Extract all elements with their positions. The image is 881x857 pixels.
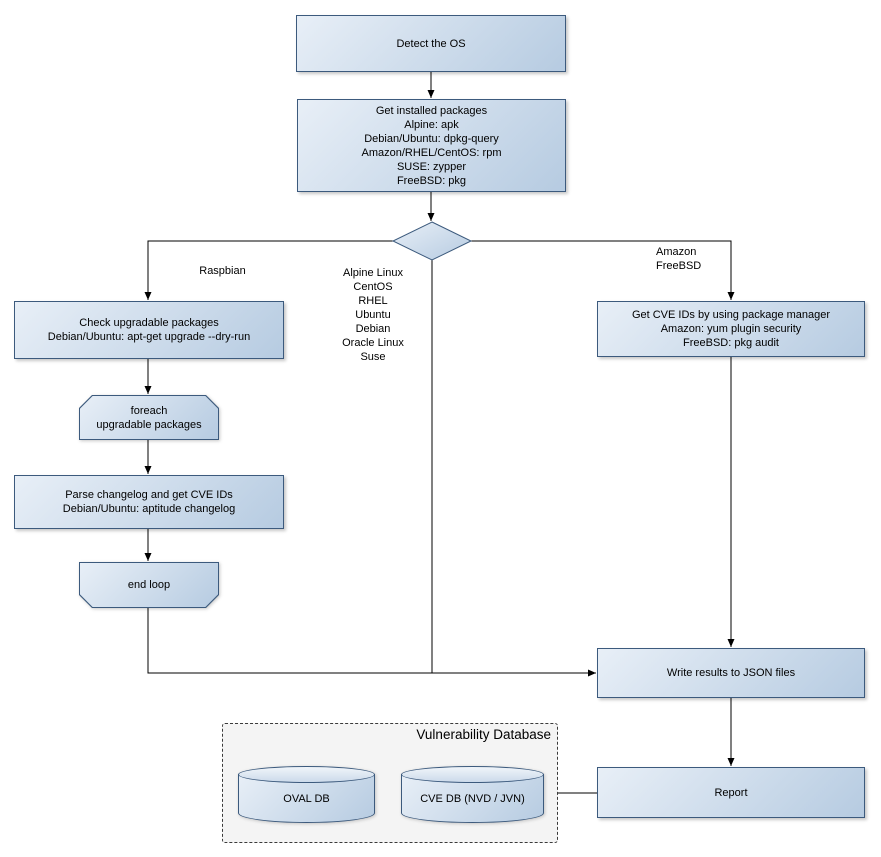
node-check-upgradable: Check upgradable packages Debian/Ubuntu:… [14, 301, 284, 359]
node-foreach-loop-fill [80, 396, 218, 439]
cve-db-cylinder: CVE DB (NVD / JVN) [401, 766, 544, 823]
node-get-cve-ids-line: Amazon: yum plugin security [660, 323, 802, 335]
branch-label-right-line: FreeBSD [656, 260, 702, 272]
node-get-installed-packages-line: Debian/Ubuntu: dpkg-query [364, 132, 499, 145]
connector-left-branch-to-write-results [147, 608, 596, 677]
branch-label-middle-line: Ubuntu [355, 309, 391, 321]
branch-label-middle-line: Oracle Linux [342, 337, 404, 349]
node-detect-os: Detect the OS [296, 15, 566, 72]
node-get-cve-ids-line: FreeBSD: pkg audit [683, 337, 779, 349]
branch-label-middle-line: Debian [355, 323, 391, 335]
node-end-loop: end loop [79, 562, 219, 608]
cve-db-label: CVE DB (NVD / JVN) [420, 793, 525, 805]
branch-label-middle: Alpine Linux CentOS RHEL Ubuntu Debian O… [313, 266, 433, 364]
branch-label-middle-line: CentOS [353, 281, 393, 293]
node-detect-os-text: Detect the OS [396, 37, 466, 50]
node-get-installed-packages-line: Amazon/RHEL/CentOS: rpm [361, 146, 502, 159]
node-foreach-loop: foreach upgradable packages [79, 395, 219, 440]
node-get-installed-packages-line: Get installed packages [375, 104, 488, 117]
node-get-installed-packages-line: FreeBSD: pkg [396, 174, 467, 187]
node-report: Report [597, 767, 865, 818]
oval-db-cylinder-top [238, 766, 375, 783]
branch-label-middle-line: Suse [360, 351, 386, 363]
decision-diamond [391, 221, 473, 261]
node-get-installed-packages-line: SUSE: zypper [396, 160, 467, 173]
branch-label-middle-line: Alpine Linux [343, 267, 403, 279]
node-report-text: Report [714, 786, 748, 799]
vulnerability-database-title: Vulnerability Database [416, 727, 551, 742]
oval-db-cylinder: OVAL DB [238, 766, 375, 823]
node-check-upgradable-line: Debian/Ubuntu: apt-get upgrade --dry-run [47, 331, 251, 343]
node-end-loop-fill [80, 563, 218, 607]
node-check-upgradable-line: Check upgradable packages [79, 317, 219, 329]
node-get-cve-ids: Get CVE IDs by using package manager Ama… [597, 301, 865, 357]
node-end-loop-text: end loop [127, 579, 171, 591]
node-write-results-text: Write results to JSON files [666, 667, 796, 679]
oval-db-label: OVAL DB [283, 793, 330, 805]
branch-label-raspbian: Raspbian [199, 265, 246, 277]
node-write-results: Write results to JSON files [597, 648, 865, 698]
node-parse-changelog-line: Debian/Ubuntu: aptitude changelog [62, 503, 236, 515]
node-get-installed-packages: Get installed packages Alpine: apk Debia… [297, 99, 566, 192]
branch-label-right-line: Amazon [656, 246, 697, 258]
node-parse-changelog-line: Parse changelog and get CVE IDs [65, 489, 233, 501]
cve-db-cylinder-top [401, 766, 544, 783]
node-get-cve-ids-line: Get CVE IDs by using package manager [631, 309, 831, 321]
node-get-installed-packages-line: Alpine: apk [404, 118, 459, 131]
oval-db-cylinder-body [238, 774, 375, 823]
node-foreach-loop-line: upgradable packages [96, 418, 202, 431]
node-foreach-loop-line: foreach [130, 404, 168, 417]
node-parse-changelog: Parse changelog and get CVE IDs Debian/U… [14, 475, 284, 529]
branch-label-right: Amazon FreeBSD [656, 245, 701, 273]
vulnerability-database-container: Vulnerability Database OVAL DB CVE DB (N… [222, 723, 558, 843]
branch-label-middle-line: RHEL [358, 295, 388, 307]
